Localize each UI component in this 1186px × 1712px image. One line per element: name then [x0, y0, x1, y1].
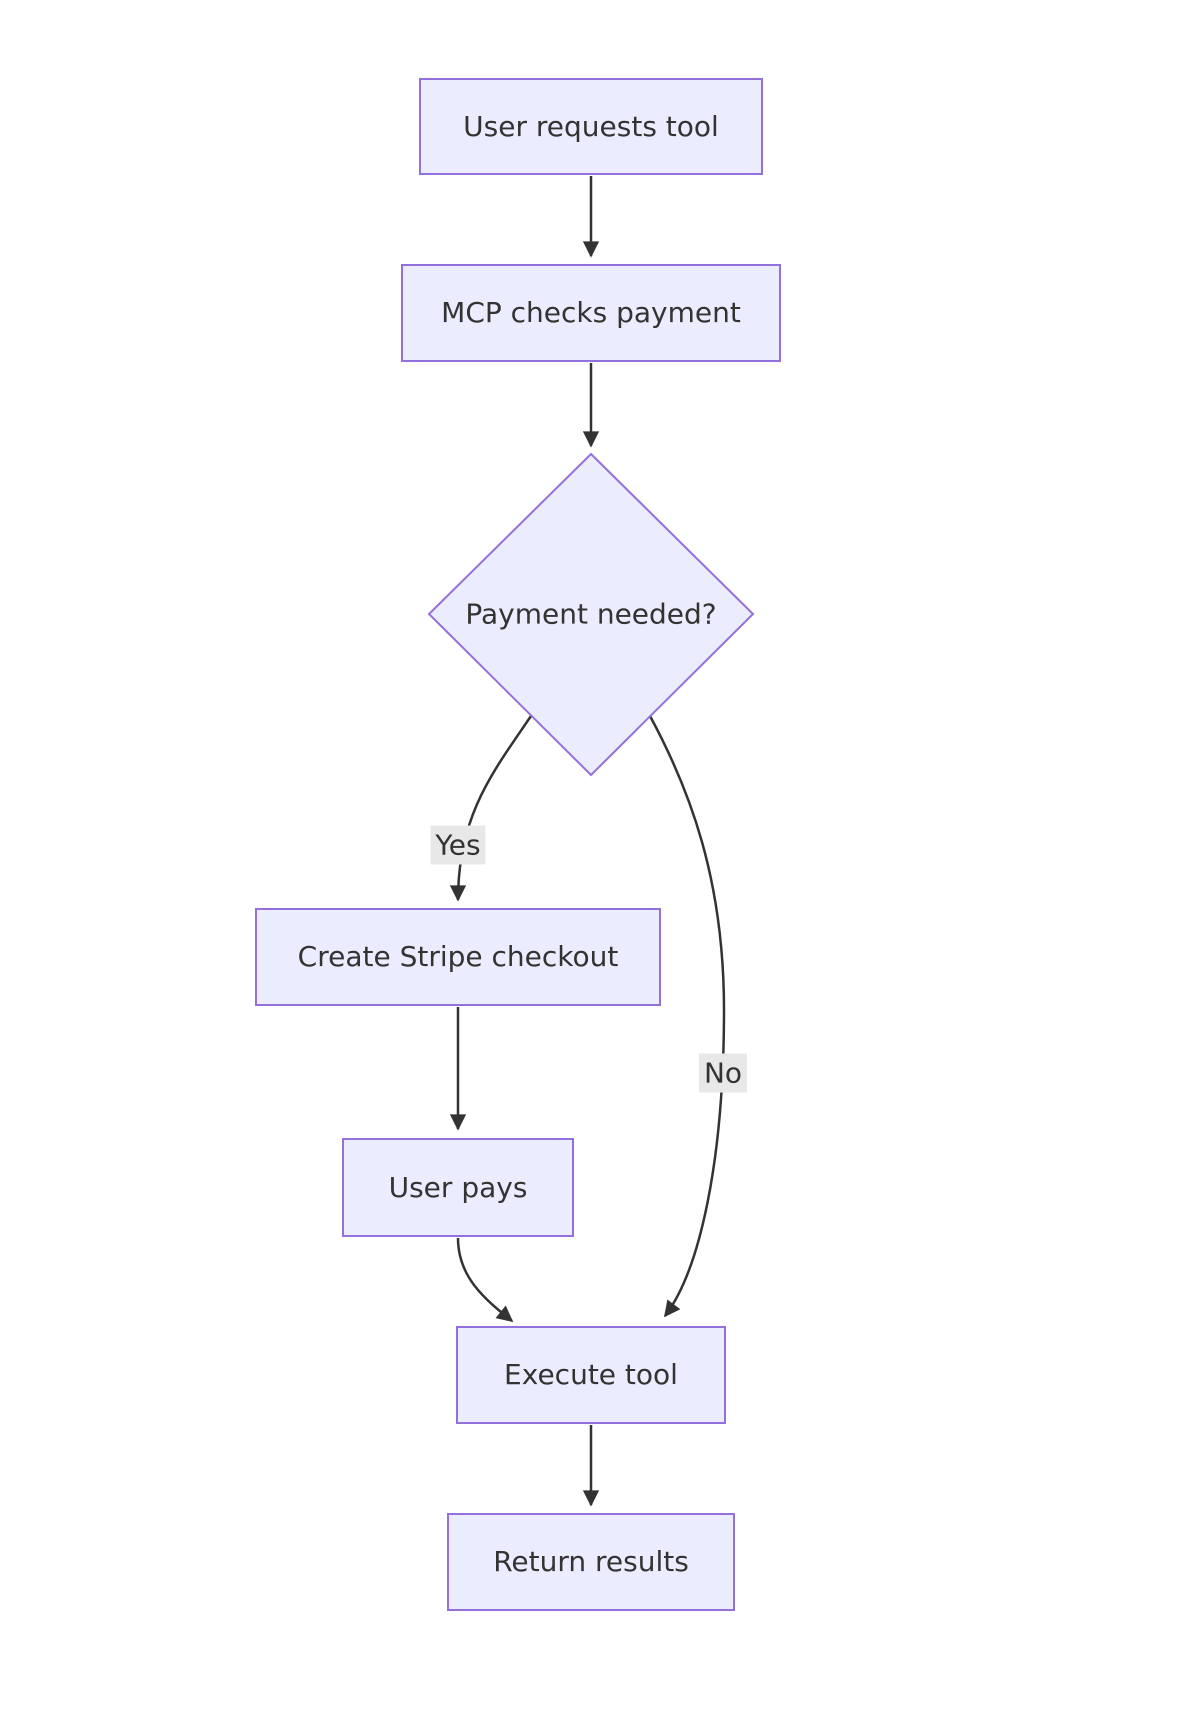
edge-label-yes: Yes [430, 825, 486, 865]
edge-yes-payment-needed-to-create-checkout [449, 715, 533, 902]
edge-user-pays-to-execute-tool [456, 1237, 514, 1323]
node-user-requests-tool: User requests tool [419, 78, 763, 175]
node-label: Execute tool [504, 1358, 678, 1392]
decision-diamond-shape [427, 452, 755, 777]
node-label: Create Stripe checkout [297, 940, 619, 974]
node-execute-tool: Execute tool [456, 1326, 726, 1424]
node-label: User pays [388, 1170, 528, 1204]
node-create-stripe-checkout: Create Stripe checkout [255, 908, 661, 1006]
node-return-results: Return results [447, 1513, 735, 1611]
node-label: User requests tool [463, 109, 719, 143]
node-mcp-checks-payment: MCP checks payment [401, 264, 781, 362]
edge-label-no: No [698, 1053, 748, 1093]
node-label: MCP checks payment [441, 296, 741, 330]
node-user-pays: User pays [342, 1138, 574, 1237]
node-label: Return results [493, 1545, 689, 1579]
edge-no-payment-needed-to-execute-tool [648, 715, 726, 1318]
node-payment-needed-label: Payment needed? [465, 597, 717, 631]
